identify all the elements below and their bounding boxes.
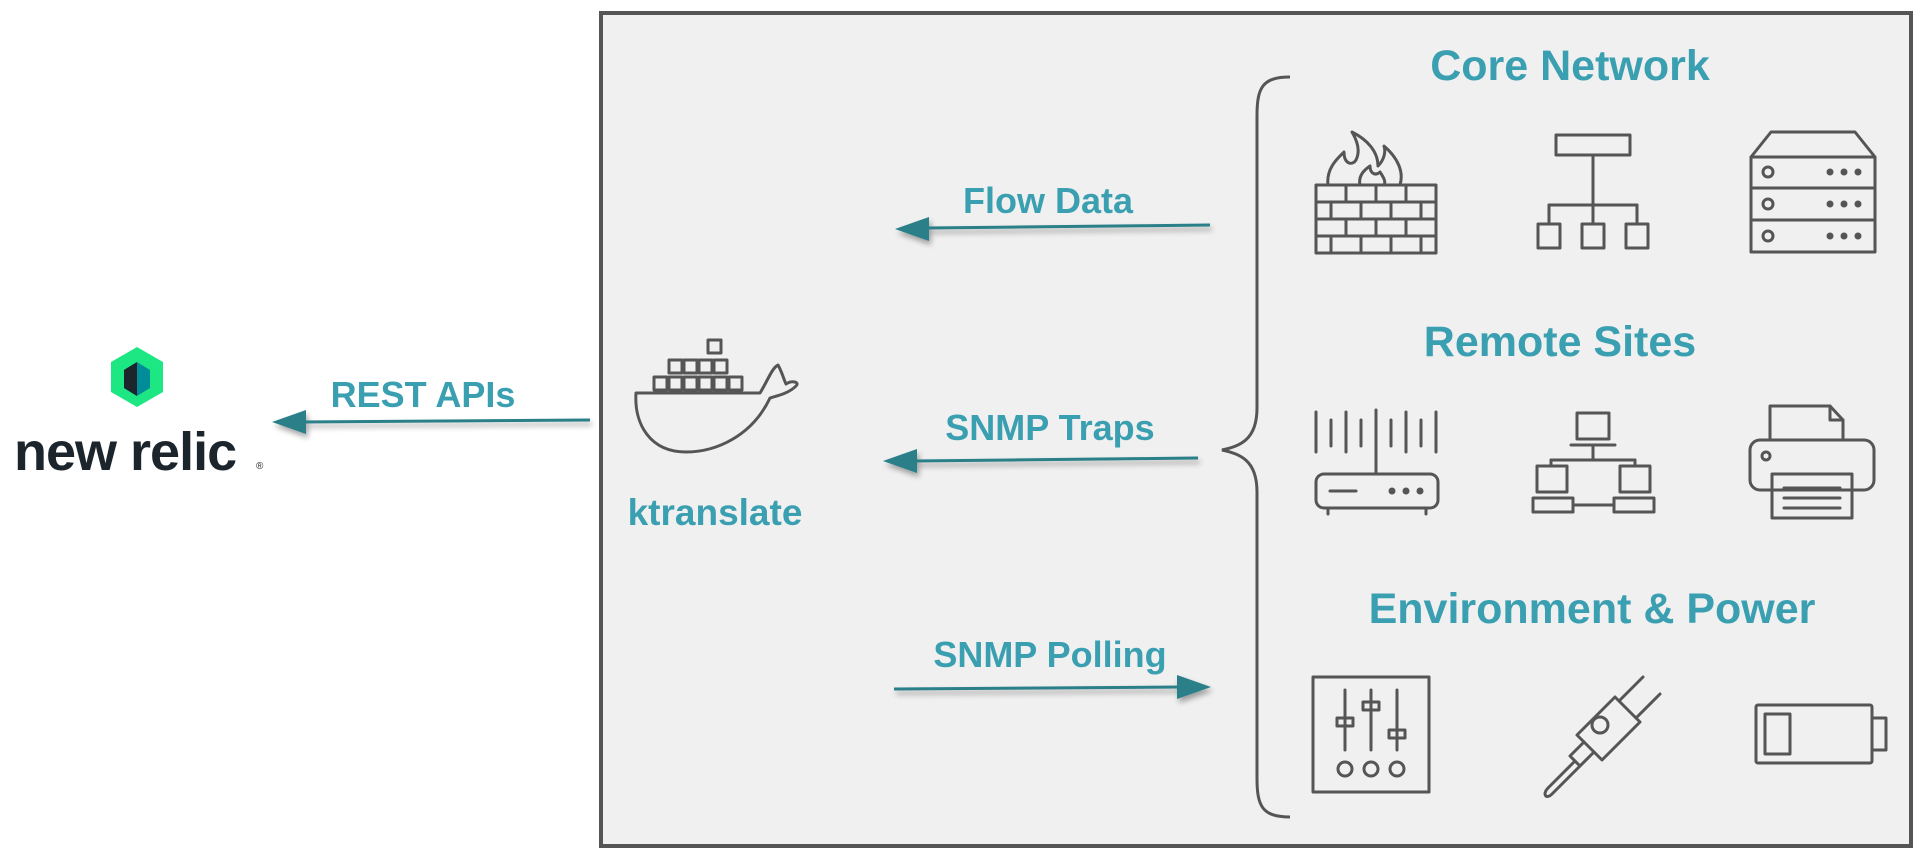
printer-icon — [1748, 404, 1876, 520]
snmp-polling-connector: SNMP Polling — [893, 634, 1211, 699]
snmp-traps-label: SNMP Traps — [945, 407, 1154, 448]
router-icon — [1314, 408, 1440, 516]
flow-data-connector: Flow Data — [895, 180, 1211, 241]
new-relic-hex-icon — [111, 347, 163, 407]
flow-data-label: Flow Data — [963, 180, 1134, 221]
flow-data-arrow — [895, 217, 1211, 241]
snmp-polling-label: SNMP Polling — [933, 634, 1166, 675]
rest-apis-connector: REST APIs — [272, 374, 591, 434]
server-rack-icon — [1749, 130, 1877, 254]
battery-icon — [1754, 703, 1888, 765]
control-panel-sliders-icon — [1311, 675, 1431, 794]
network-hierarchy-icon — [1536, 133, 1650, 250]
remote-sites-title: Remote Sites — [1424, 318, 1696, 366]
new-relic-logo: new relic ® — [14, 347, 264, 482]
rest-apis-arrow — [272, 410, 591, 434]
registered-mark: ® — [256, 461, 264, 472]
power-plug-icon — [1543, 675, 1662, 798]
firewall-icon — [1314, 130, 1438, 255]
snmp-polling-arrow — [893, 675, 1211, 699]
core-network-title: Core Network — [1430, 42, 1710, 90]
ktranslate-label: ktranslate — [628, 492, 803, 533]
environment-power-title: Environment & Power — [1369, 585, 1816, 633]
ktranslate-collector: ktranslate — [628, 338, 803, 533]
new-relic-wordmark: new relic — [14, 422, 236, 482]
snmp-traps-connector: SNMP Traps — [883, 407, 1199, 473]
snmp-traps-arrow — [883, 449, 1199, 473]
rest-apis-label: REST APIs — [331, 374, 516, 415]
docker-whale-icon — [634, 338, 799, 454]
connected-computers-icon — [1531, 411, 1656, 514]
group-brace — [1221, 75, 1291, 819]
